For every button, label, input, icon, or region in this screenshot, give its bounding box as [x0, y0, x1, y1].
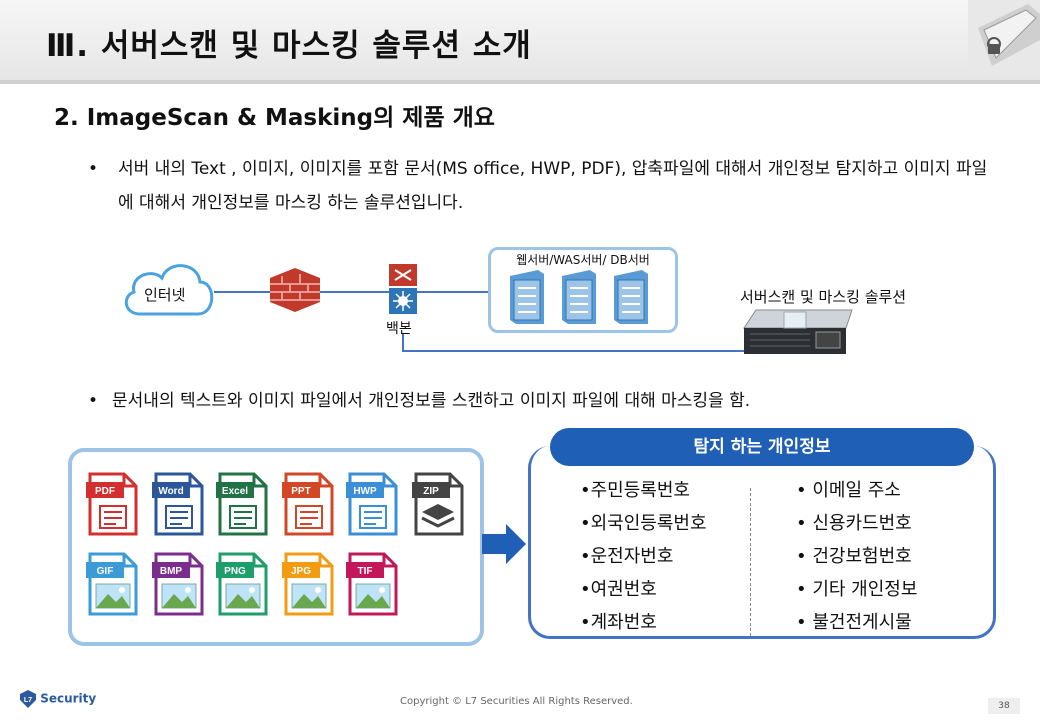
- ppt-icon: PPT: [282, 472, 334, 536]
- server-rack-icons: [510, 270, 648, 324]
- pii-item: •주민등록번호: [580, 480, 690, 501]
- word-icon: Word: [152, 472, 204, 536]
- pii-item: • 이메일 주소: [796, 480, 901, 501]
- file-type-label: JPG: [291, 566, 311, 577]
- bmp-icon: BMP: [152, 552, 204, 616]
- logo-text: Security: [40, 691, 97, 706]
- firewall-icon: [270, 268, 320, 312]
- pii-item: •외국인등록번호: [580, 513, 707, 534]
- file-type-label: ZIP: [423, 486, 439, 497]
- backbone-switch-icon: [389, 264, 417, 314]
- laptop-lock-icon: [968, 0, 1040, 72]
- copyright: Copyright © L7 Securities All Rights Res…: [400, 696, 633, 707]
- file-type-label: TIF: [358, 566, 373, 577]
- bullet: •: [88, 159, 99, 179]
- pii-panel: [528, 446, 996, 639]
- second-bullet-text: 문서내의 텍스트와 이미지 파일에서 개인정보를 스캔하고 이미지 파일에 대해…: [112, 391, 751, 411]
- page-title: Ⅲ. 서버스캔 및 마스킹 솔루션 소개: [46, 28, 532, 64]
- shield-icon: L7: [20, 690, 36, 708]
- pii-item: • 건강보험번호: [796, 546, 912, 567]
- jpg-icon: JPG: [282, 552, 334, 616]
- network-line: [402, 350, 746, 352]
- pii-left-list: •주민등록번호 •외국인등록번호 •운전자번호 •여권번호 •계좌번호: [580, 474, 707, 639]
- solution-label: 서버스캔 및 마스킹 솔루션: [740, 288, 907, 306]
- pdf-icon: PDF: [86, 472, 138, 536]
- file-type-label: BMP: [160, 566, 183, 577]
- arrow-right-icon: [482, 524, 526, 564]
- file-type-label: PNG: [224, 566, 246, 577]
- section-subtitle: 2. ImageScan & Masking의 제품 개요: [54, 105, 495, 131]
- company-logo: L7 Security: [20, 690, 96, 708]
- file-type-label: Word: [158, 486, 183, 497]
- pii-item: •여권번호: [580, 579, 657, 600]
- title-bar: Ⅲ. 서버스캔 및 마스킹 솔루션 소개: [0, 0, 1040, 84]
- network-line: [402, 334, 404, 352]
- backbone-label: 백본: [386, 321, 412, 337]
- bullet: •: [88, 391, 99, 411]
- zip-icon: ZIP: [412, 472, 464, 536]
- intro-text: 서버 내의 Text , 이미지, 이미지를 포함 문서(MS office, …: [118, 159, 988, 213]
- pii-header: 탐지 하는 개인정보: [550, 428, 974, 466]
- file-type-label: PDF: [95, 486, 115, 497]
- pii-right-list: • 이메일 주소 • 신용카드번호 • 건강보험번호 • 기타 개인정보 • 불…: [796, 474, 917, 639]
- file-type-label: GIF: [97, 566, 114, 577]
- svg-text:L7: L7: [24, 697, 32, 704]
- file-type-label: Excel: [222, 486, 248, 497]
- second-bullet: • 문서내의 텍스트와 이미지 파일에서 개인정보를 스캔하고 이미지 파일에 대…: [88, 386, 750, 411]
- internet-label: 인터넷: [144, 286, 186, 304]
- pii-divider: [750, 488, 751, 636]
- gif-icon: GIF: [86, 552, 138, 616]
- rack-server-icon: [743, 309, 853, 354]
- server-group-label: 웹서버/WAS서버/ DB서버: [516, 253, 650, 267]
- pii-item: • 신용카드번호: [796, 513, 912, 534]
- page-number: 38: [988, 698, 1020, 714]
- file-type-label: PPT: [291, 486, 310, 497]
- file-type-label: HWP: [353, 486, 377, 497]
- hwp-icon: HWP: [346, 472, 398, 536]
- pii-item: •계좌번호: [580, 612, 657, 633]
- pii-item: • 불건전게시물: [796, 612, 912, 633]
- cloud-icon: [124, 264, 214, 316]
- network-line: [214, 291, 490, 293]
- pii-item: •운전자번호: [580, 546, 674, 567]
- tif-icon: TIF: [346, 552, 398, 616]
- pii-item: • 기타 개인정보: [796, 579, 918, 600]
- png-icon: PNG: [216, 552, 268, 616]
- excel-icon: Excel: [216, 472, 268, 536]
